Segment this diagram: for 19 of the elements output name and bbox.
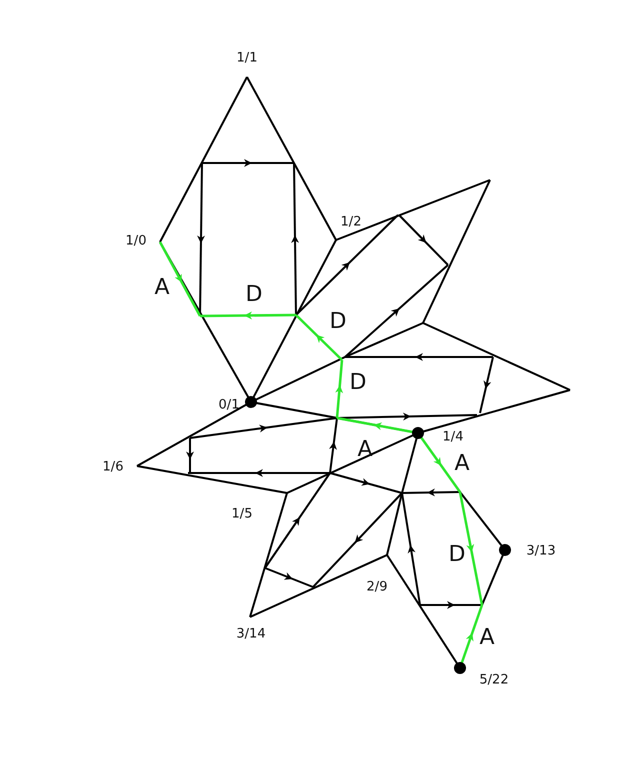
step-letter: A	[154, 277, 170, 299]
step-letter: A	[479, 627, 495, 649]
vertex-label: 0/1	[218, 398, 240, 412]
step-letter: D	[330, 311, 346, 333]
vertex-label: 1/5	[232, 508, 252, 520]
step-letter: A	[454, 453, 470, 475]
vertex-label: 3/14	[236, 628, 266, 640]
vertex-label: 1/0	[126, 234, 146, 248]
vertex-label: 1/2	[340, 216, 362, 228]
vertex-label: 1/6	[102, 460, 124, 474]
step-letter: D	[350, 372, 366, 394]
vertex-label: 2/9	[366, 580, 388, 594]
vertex-label: 1/4	[442, 430, 464, 444]
step-letter: D	[448, 544, 466, 566]
vertex-label: 3/13	[526, 544, 556, 558]
step-letter: A	[357, 439, 373, 461]
step-letter: D	[246, 284, 262, 306]
vertex-label: 1/1	[236, 52, 258, 64]
vertex-label: 5/22	[479, 674, 509, 686]
